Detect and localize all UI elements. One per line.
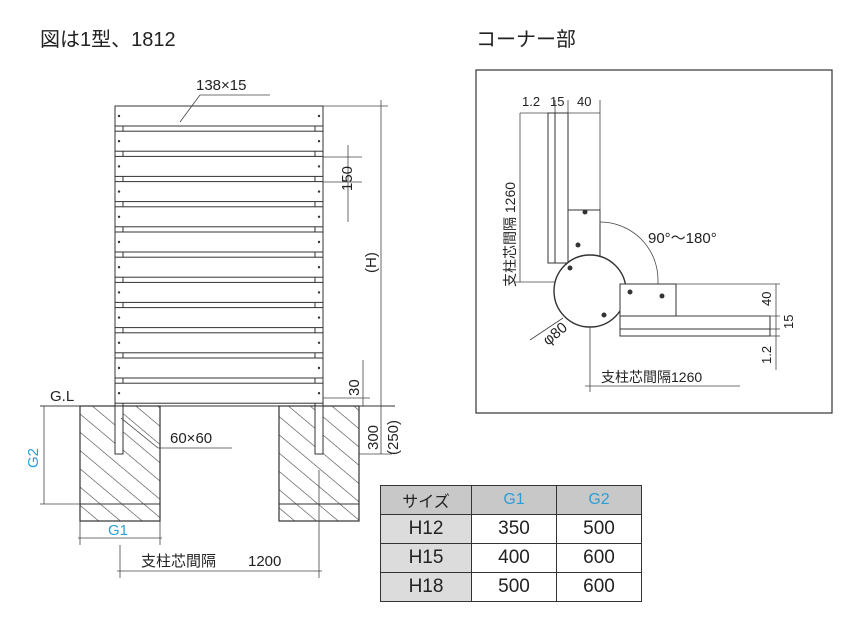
col-g2-header: G2	[556, 485, 642, 515]
height-dimension: (H)	[323, 100, 388, 406]
screw-dot	[317, 366, 321, 370]
screw-dot	[317, 291, 321, 294]
fence-board	[114, 206, 324, 228]
screw-dot	[117, 266, 121, 269]
table-row: H12 350 500	[380, 514, 642, 544]
fence-board	[114, 231, 324, 253]
fence-board	[114, 130, 324, 152]
size-table: サイズ G1 G2 H12 350 500 H15 400 600 H18 50…	[380, 485, 642, 602]
angle-label: 90°～180°	[648, 230, 717, 247]
screw-dot	[317, 114, 321, 118]
fence-board	[114, 281, 324, 303]
board-size-callout: 138×15	[179, 77, 270, 123]
table-header-row: サイズ G1 G2	[380, 485, 642, 515]
screw-dot	[117, 190, 121, 193]
corner-right-dim-40: 40	[759, 292, 774, 306]
post-size-label: 60×60	[170, 430, 212, 447]
screw-dot	[317, 316, 321, 319]
g2-cell: 600	[556, 543, 642, 573]
g2-dimension: G2	[25, 405, 80, 505]
screw-dot	[117, 291, 121, 294]
screw-dot	[117, 366, 121, 370]
gap-label: 30	[346, 379, 363, 396]
screw-dot	[317, 341, 321, 344]
g1-cell: 350	[471, 514, 557, 544]
screw-dot	[117, 240, 121, 244]
corner-right-dim-15: 15	[781, 315, 796, 329]
depth-250-label: (250)	[385, 420, 402, 455]
g1-cell: 400	[471, 543, 557, 573]
table-row: H18 500 600	[380, 572, 642, 602]
g2-cell: 500	[556, 514, 642, 544]
fence-board	[114, 105, 324, 127]
board-size-label: 138×15	[196, 77, 246, 94]
screw-dot	[317, 190, 321, 193]
corner-vertical-span-label: 支柱芯間隔 1260	[502, 182, 518, 287]
size-cell: H15	[380, 543, 472, 573]
g1-label: G1	[108, 522, 128, 539]
screw-dot	[117, 114, 121, 118]
fence-board	[114, 181, 324, 203]
pitch-label: 150	[339, 166, 356, 191]
corner-detail: 1.2 15 40 支柱芯間隔 1260 90°～180° φ80	[502, 94, 796, 392]
right-title: コーナー部	[476, 28, 576, 51]
screw-dot	[117, 316, 121, 319]
post-size-callout: 60×60	[120, 417, 232, 449]
fence-board	[114, 307, 324, 329]
screw-dot	[117, 341, 121, 344]
span-value: 1200	[248, 553, 281, 570]
corner-right-dim-12: 1.2	[759, 346, 774, 364]
screw-dot	[317, 215, 321, 218]
screw-dot	[317, 165, 321, 168]
col-g1-header: G1	[471, 485, 557, 515]
height-label: (H)	[363, 252, 380, 273]
fence-board	[114, 382, 324, 404]
screw-dot	[117, 140, 121, 143]
left-title: 図は1型、1812	[40, 28, 176, 51]
screw-dot	[117, 215, 121, 218]
screw-dot	[317, 266, 321, 269]
gl-label: G.L	[50, 388, 74, 405]
foundation-left	[79, 405, 161, 522]
g2-label: G2	[25, 448, 42, 468]
fence-board	[114, 332, 324, 354]
g1-dimension: G1	[78, 521, 162, 545]
size-cell: H18	[380, 572, 472, 602]
span-label: 支柱芯間隔	[141, 553, 216, 570]
corner-dim-40: 40	[577, 94, 591, 109]
fence-board	[114, 357, 324, 379]
pitch-dimension: 150	[323, 145, 362, 222]
corner-dim-12: 1.2	[522, 94, 540, 109]
fence-front-elevation	[114, 105, 324, 407]
g2-cell: 600	[556, 572, 642, 602]
corner-dim-15: 15	[550, 94, 564, 109]
fence-board	[114, 256, 324, 278]
table-row: H15 400 600	[380, 543, 642, 573]
depth-dimension: 300 (250)	[359, 406, 402, 455]
fence-board	[114, 155, 324, 177]
screw-dot	[117, 392, 121, 395]
foundation-right	[278, 405, 360, 522]
screw-dot	[317, 140, 321, 143]
col-size-header: サイズ	[380, 485, 472, 515]
screw-dot	[317, 240, 321, 244]
gap-dimension: 30	[323, 360, 370, 406]
g1-cell: 500	[471, 572, 557, 602]
corner-horizontal-span-label: 支柱芯間隔1260	[601, 369, 702, 385]
screw-dot	[117, 165, 121, 168]
size-cell: H12	[380, 514, 472, 544]
post-span-dimension: 支柱芯間隔 1200	[117, 470, 322, 578]
depth-300-label: 300	[365, 425, 382, 450]
screw-dot	[317, 392, 321, 395]
corner-detail-frame	[475, 69, 833, 414]
